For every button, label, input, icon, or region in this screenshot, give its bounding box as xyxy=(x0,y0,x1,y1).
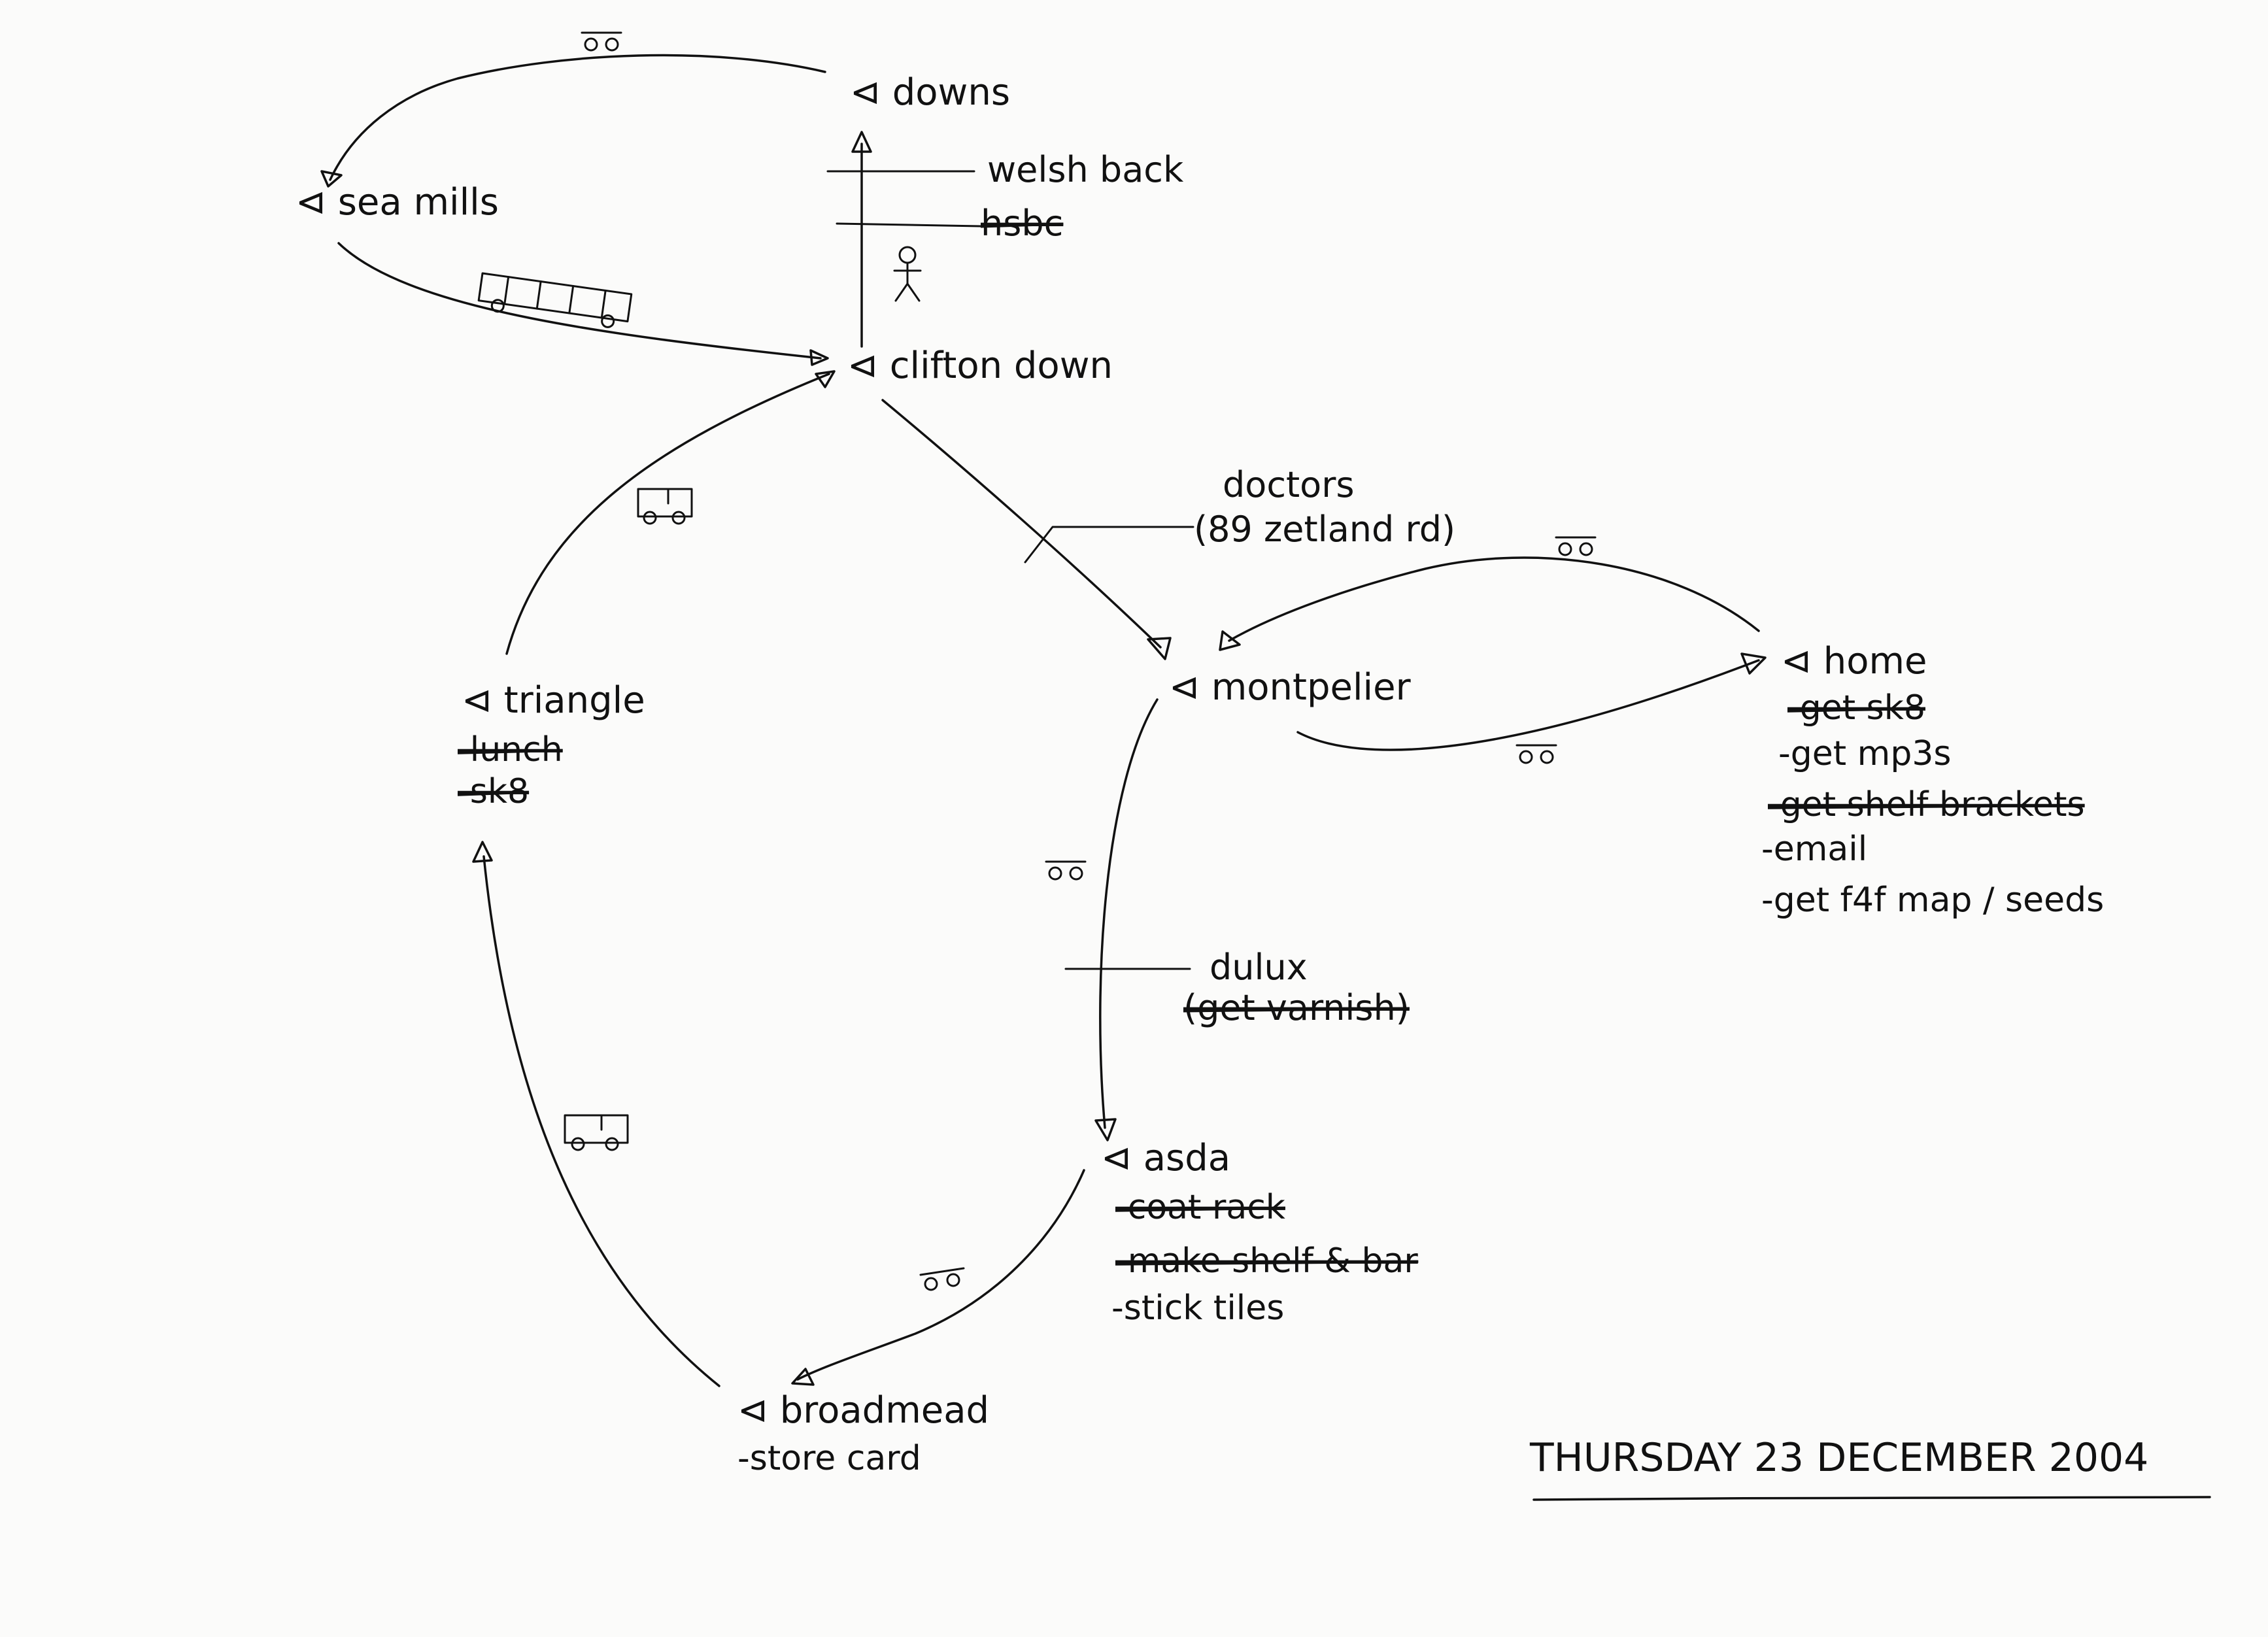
strikethrough-mark xyxy=(1767,803,2085,809)
node-sea-mills-label: ⊲ sea mills xyxy=(296,181,499,224)
path-montpelier-to-home xyxy=(1296,659,1760,751)
strikethrough-mark xyxy=(1787,707,1926,713)
strikethrough-mark xyxy=(457,790,530,796)
car-icon xyxy=(564,1114,629,1151)
branch-doctors xyxy=(1024,526,1194,564)
list-item: -store card xyxy=(737,1439,921,1478)
path-home-to-montpelier xyxy=(1228,556,1760,642)
walk-icon xyxy=(1045,860,1087,881)
node-home-label: ⊲ home xyxy=(1781,640,1927,683)
path-broadmead-to-triangle xyxy=(482,855,720,1387)
home-task-list: -get sk8 -get mp3s -get shelf brackets -… xyxy=(1761,688,2104,920)
node-downs-label: ⊲ downs xyxy=(850,71,1010,114)
path-sea-mills-to-clifton-down xyxy=(337,242,822,360)
path-downs-to-sea-mills xyxy=(329,54,826,181)
arrowhead-home xyxy=(1740,652,1767,675)
strikethrough-mark xyxy=(1115,1206,1285,1212)
arrowhead-clifton-down-south xyxy=(815,370,836,388)
list-item: -get f4f map / seeds xyxy=(1761,881,2104,920)
note-welsh-back: welsh back xyxy=(987,149,1184,190)
arrowhead-montpelier-east xyxy=(1219,630,1241,651)
list-item: -get mp3s xyxy=(1778,734,1952,773)
asda-task-list: -coat rack -make shelf & bar -stick tile… xyxy=(1111,1188,1419,1328)
walk-icon xyxy=(919,1267,965,1291)
note-dulux: dulux xyxy=(1210,947,1308,988)
note-doctors-address: (89 zetland rd) xyxy=(1194,509,1455,550)
node-clifton-down-label: ⊲ clifton down xyxy=(847,345,1113,387)
car-icon xyxy=(637,488,693,525)
arrowhead-montpelier-north xyxy=(1147,637,1172,660)
node-montpelier-label: ⊲ montpelier xyxy=(1169,666,1412,709)
path-clifton-down-to-montpelier xyxy=(881,399,1162,649)
path-asda-to-broadmead xyxy=(796,1169,1085,1381)
node-triangle-label: ⊲ triangle xyxy=(462,679,645,722)
note-doctors: doctors xyxy=(1223,464,1355,505)
date-heading: THURSDAY 23 DECEMBER 2004 xyxy=(1529,1435,2148,1481)
bus-icon xyxy=(477,272,633,328)
strikethrough-mark xyxy=(457,749,563,754)
arrowhead-asda xyxy=(1094,1118,1117,1141)
person-icon xyxy=(893,246,922,302)
strikethrough-mark xyxy=(1115,1260,1419,1266)
triangle-task-list: -lunch -sk8 xyxy=(457,730,563,811)
broadmead-task-list: -store card xyxy=(737,1439,921,1478)
list-item: -email xyxy=(1761,830,1867,869)
arrowhead-clifton-down-west xyxy=(809,349,829,366)
strikethrough-mark xyxy=(1183,1007,1410,1013)
arrowhead-downs xyxy=(851,131,872,153)
walk-icon xyxy=(581,31,622,52)
walk-icon xyxy=(1555,536,1597,556)
branch-hsbc xyxy=(836,222,982,228)
list-item: -stick tiles xyxy=(1111,1289,1284,1328)
node-asda-label: ⊲ asda xyxy=(1101,1137,1230,1179)
path-montpelier-to-asda xyxy=(1099,698,1159,1129)
arrowhead-broadmead xyxy=(791,1368,815,1386)
strikethrough-mark xyxy=(980,222,1064,228)
path-triangle-to-clifton-down xyxy=(505,373,830,655)
arrowhead-triangle xyxy=(472,841,493,863)
arrowhead-sea-mills xyxy=(320,170,343,188)
node-broadmead-label: ⊲ broadmead xyxy=(737,1389,989,1432)
date-underline xyxy=(1532,1496,2211,1501)
walk-icon xyxy=(1515,744,1557,764)
